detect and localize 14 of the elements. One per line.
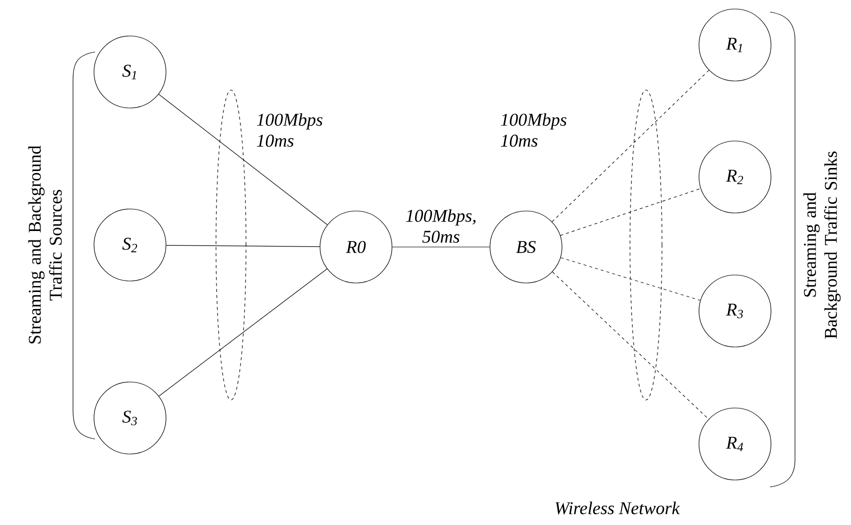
link-line [158,94,328,226]
link-line [166,245,320,247]
bracket-label: Streaming and Background Traffic Sources [28,146,62,344]
bracket-label: Streaming and Background Traffic Sinks [803,152,841,339]
link-label: 100Mbps 10ms [256,113,322,147]
link-line [560,257,701,301]
link-line [392,246,490,248]
network-label: Wireless Network [556,502,680,514]
link-line [560,188,701,236]
link-label: 100Mbps 10ms [500,113,566,147]
edge-label: 100Mbps, 50ms [402,208,480,244]
link-line [552,70,710,222]
link-line [552,272,709,420]
link-line [158,268,328,396]
